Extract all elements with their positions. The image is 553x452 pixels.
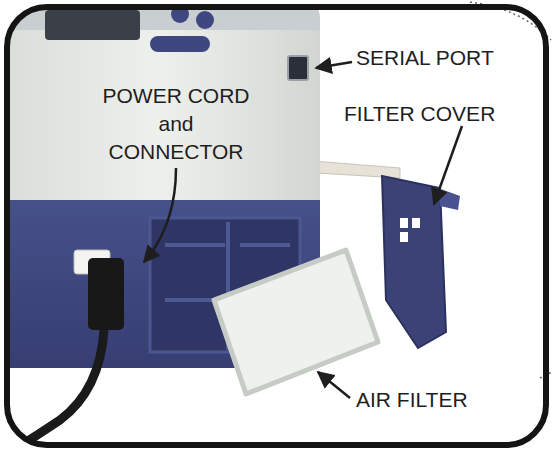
cover-tab	[438, 188, 460, 210]
cover-window	[412, 218, 420, 228]
air-filter-part	[214, 250, 378, 394]
filter-cover-part	[382, 176, 446, 348]
callout-label: POWER CORD and CONNECTOR	[96, 82, 256, 166]
frame	[7, 7, 546, 445]
display	[45, 10, 140, 40]
power-plug	[88, 258, 124, 330]
leader-arrow	[316, 62, 352, 68]
leader-arrow	[144, 168, 176, 262]
device-body	[9, 9, 320, 210]
button	[150, 36, 210, 52]
power-cord	[10, 330, 104, 443]
callout-label: SERIAL PORT	[356, 44, 546, 72]
callout-label: AIR FILTER	[356, 386, 536, 414]
cover-window	[400, 218, 408, 228]
cover-window	[400, 232, 408, 242]
callout-label: FILTER COVER	[344, 100, 544, 128]
leader-arrow	[318, 372, 350, 398]
button	[196, 11, 214, 29]
leader-arrow	[434, 126, 462, 204]
serial-port	[288, 56, 308, 80]
button	[171, 9, 189, 23]
